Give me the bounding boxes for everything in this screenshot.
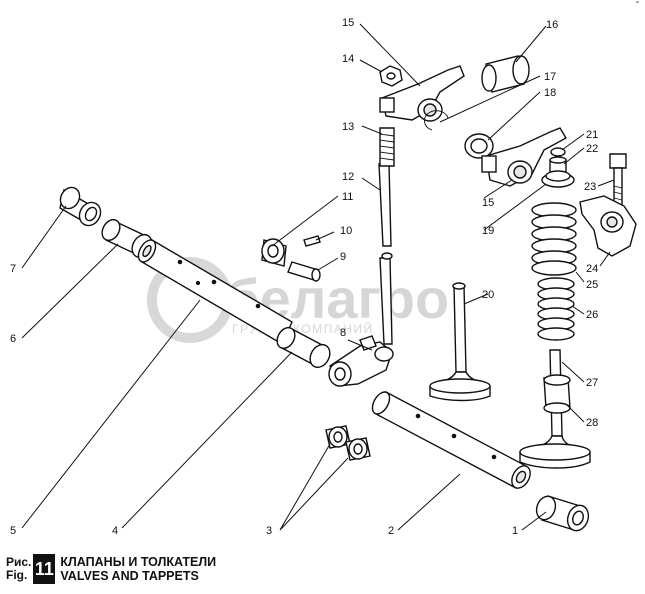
part-21-valve-keeper (550, 147, 566, 157)
callout-25: 25 (586, 279, 598, 291)
part-24-rocker-stand (579, 195, 637, 257)
part-16-bushing (481, 55, 530, 93)
part-25-outer-spring (531, 202, 577, 276)
part-3-bushings (325, 425, 371, 461)
callout-14: 14 (342, 53, 354, 65)
part-17-snap-ring (424, 110, 449, 131)
part-10-pin (303, 235, 321, 247)
part-4-bushing (276, 326, 331, 369)
callout-7: 7 (10, 263, 16, 275)
part-28-valve (519, 349, 591, 469)
figure-title-ru: КЛАПАНЫ И ТОЛКАТЕЛИ (60, 555, 217, 569)
callout-9: 9 (340, 251, 346, 263)
callout-12: 12 (342, 171, 354, 183)
part-1-bushing (535, 495, 590, 532)
callout-5: 5 (10, 525, 16, 537)
corner-mark: ˜ (636, 0, 639, 10)
callout-28: 28 (586, 417, 598, 429)
part-7-bushing (59, 186, 102, 227)
callout-11: 11 (342, 191, 353, 203)
callout-10: 10 (340, 225, 352, 237)
part-15-rocker-arm-upper (379, 65, 465, 122)
callout-3: 3 (266, 525, 272, 537)
part-9-sleeve (287, 261, 321, 282)
figure-number: 11 (33, 554, 56, 584)
figure-label: Рис. Fig. (6, 556, 31, 582)
callout-20: 20 (482, 289, 494, 301)
callout-4: 4 (112, 525, 118, 537)
callout-21: 21 (586, 129, 598, 141)
part-15-rocker-arm-lower (481, 127, 567, 187)
callout-18: 18 (544, 87, 556, 99)
part-11-bushing (261, 238, 287, 267)
part-13-adjusting-screw (379, 127, 395, 167)
callout-2: 2 (388, 525, 394, 537)
part-23-bolt (609, 153, 627, 207)
callout-8: 8 (340, 327, 346, 339)
figure-caption: Рис. Fig. 11 КЛАПАНЫ И ТОЛКАТЕЛИ VALVES … (6, 552, 216, 586)
callout-numbers: 7 6 5 4 3 2 1 11 10 9 8 12 13 14 15 15 1… (10, 17, 598, 537)
callout-19: 19 (482, 225, 494, 237)
callout-6: 6 (10, 333, 16, 345)
part-18-washer (464, 133, 494, 159)
part-20-valve (429, 282, 491, 402)
callout-15-lower: 15 (482, 197, 494, 209)
callout-27: 27 (586, 377, 598, 389)
part-2-rocker-shaft (371, 391, 531, 489)
callout-23: 23 (584, 181, 596, 193)
part-14-nut (379, 65, 403, 87)
callout-1: 1 (512, 525, 518, 537)
callout-24: 24 (586, 263, 598, 275)
figure-titles: КЛАПАНЫ И ТОЛКАТЕЛИ VALVES AND TAPPETS (60, 555, 216, 583)
part-22-valve-cap (549, 156, 567, 173)
callout-15-upper: 15 (342, 17, 354, 29)
part-8-rocker (328, 335, 394, 387)
leader-lines (21, 23, 615, 531)
figure-label-en: Fig. (6, 568, 28, 582)
part-26-inner-spring (537, 277, 575, 341)
callout-26: 26 (586, 309, 598, 321)
callout-13: 13 (342, 121, 354, 133)
part-19-spring-retainer (541, 170, 575, 188)
callout-16: 16 (546, 19, 558, 31)
figure-title-en: VALVES AND TAPPETS (60, 569, 199, 583)
callout-22: 22 (586, 143, 598, 155)
figure-label-ru: Рис. (6, 555, 32, 569)
callout-17: 17 (544, 71, 556, 83)
part-12-push-rod (378, 163, 393, 345)
